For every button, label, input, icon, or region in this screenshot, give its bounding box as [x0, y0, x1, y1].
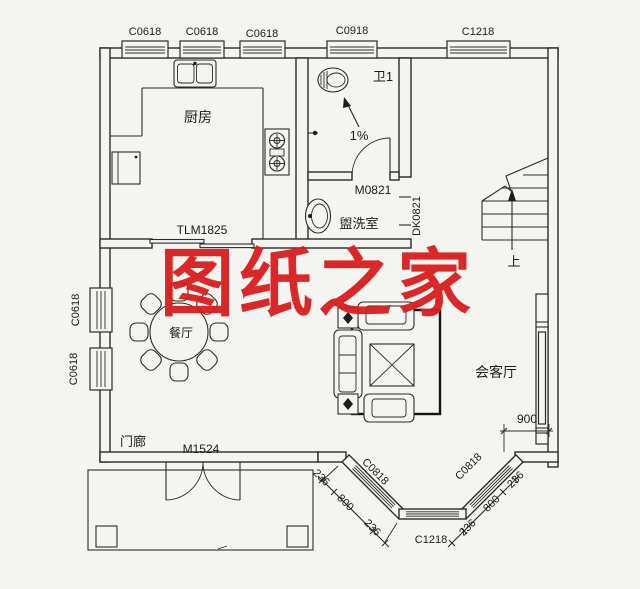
window-left-c0618-2	[89, 347, 113, 391]
label-washroom: 盥洗室	[339, 216, 378, 231]
label-window-top-1: C0618	[129, 26, 161, 38]
sofa-set	[333, 301, 442, 423]
bay-dim-chain-right	[447, 475, 520, 548]
wash-opening-jambs	[399, 176, 411, 226]
porch	[87, 469, 314, 551]
squat-toilet	[317, 67, 349, 93]
porch-column-right	[286, 525, 309, 548]
label-window-top-3: C0618	[246, 28, 278, 40]
label-window-top-5: C1218	[462, 26, 494, 38]
coffee-table	[369, 343, 415, 387]
top-windows	[121, 40, 511, 59]
corner-table-bottom	[337, 393, 359, 415]
label-bath-door: M0821	[355, 183, 392, 197]
kitchen-sliding-door	[149, 238, 255, 249]
bay-dim-chain-left	[317, 465, 398, 548]
label-stairs-up: 上	[507, 254, 520, 269]
dining-chairs	[129, 282, 229, 382]
label-slope: 1%	[350, 128, 369, 143]
window-left-c0618-1	[89, 287, 113, 333]
kitchen-counter	[110, 87, 264, 239]
window-c1218	[446, 40, 511, 59]
label-dim-900: 900	[517, 412, 537, 426]
kitchen-sink	[173, 59, 217, 88]
window-c0618-1	[121, 40, 169, 59]
fridge	[111, 151, 141, 185]
label-wash-opening: DK0821	[411, 196, 423, 236]
sofa-single-top	[357, 301, 415, 331]
entry-door	[165, 461, 241, 501]
label-window-top-4: C0918	[336, 25, 368, 37]
label-window-left-2: C0618	[68, 353, 80, 385]
window-c0618-2	[179, 40, 225, 59]
label-dim-bay-left-3: 236	[361, 517, 382, 538]
label-window-left-1: C0618	[70, 294, 82, 326]
window-c0618-3	[239, 40, 286, 59]
exterior-walls	[99, 47, 559, 520]
corner-table-top	[337, 307, 359, 329]
label-dining: 餐厅	[169, 325, 193, 340]
bath-faucet-icon	[308, 130, 318, 136]
dining-table	[129, 282, 229, 382]
wash-basin	[304, 198, 332, 234]
label-bay-window-center: C1218	[415, 534, 447, 546]
bay-wall-left	[341, 453, 407, 520]
stairs	[481, 157, 549, 250]
label-kitchen: 厨房	[184, 109, 212, 125]
slope-arrow	[343, 97, 360, 128]
sofa-long-left	[333, 329, 363, 399]
label-bath: 卫1	[373, 69, 393, 84]
stove	[264, 128, 290, 176]
label-dim-bay-left-1: 236	[310, 467, 331, 488]
label-porch: 门廊	[120, 434, 146, 449]
window-c0918	[326, 40, 378, 59]
label-bay-window-right: C0818	[453, 451, 484, 482]
left-windows	[89, 287, 113, 391]
sofa-single-bottom	[363, 393, 415, 423]
dimension-900	[500, 424, 553, 452]
right-window	[535, 293, 549, 445]
bath-door	[351, 137, 391, 177]
label-kitchen-sliding-door: TLM1825	[177, 223, 228, 237]
label-entry-door: M1524	[183, 442, 220, 456]
porch-column-left	[95, 525, 118, 548]
label-window-top-2: C0618	[186, 26, 218, 38]
label-living: 会客厅	[475, 364, 517, 380]
